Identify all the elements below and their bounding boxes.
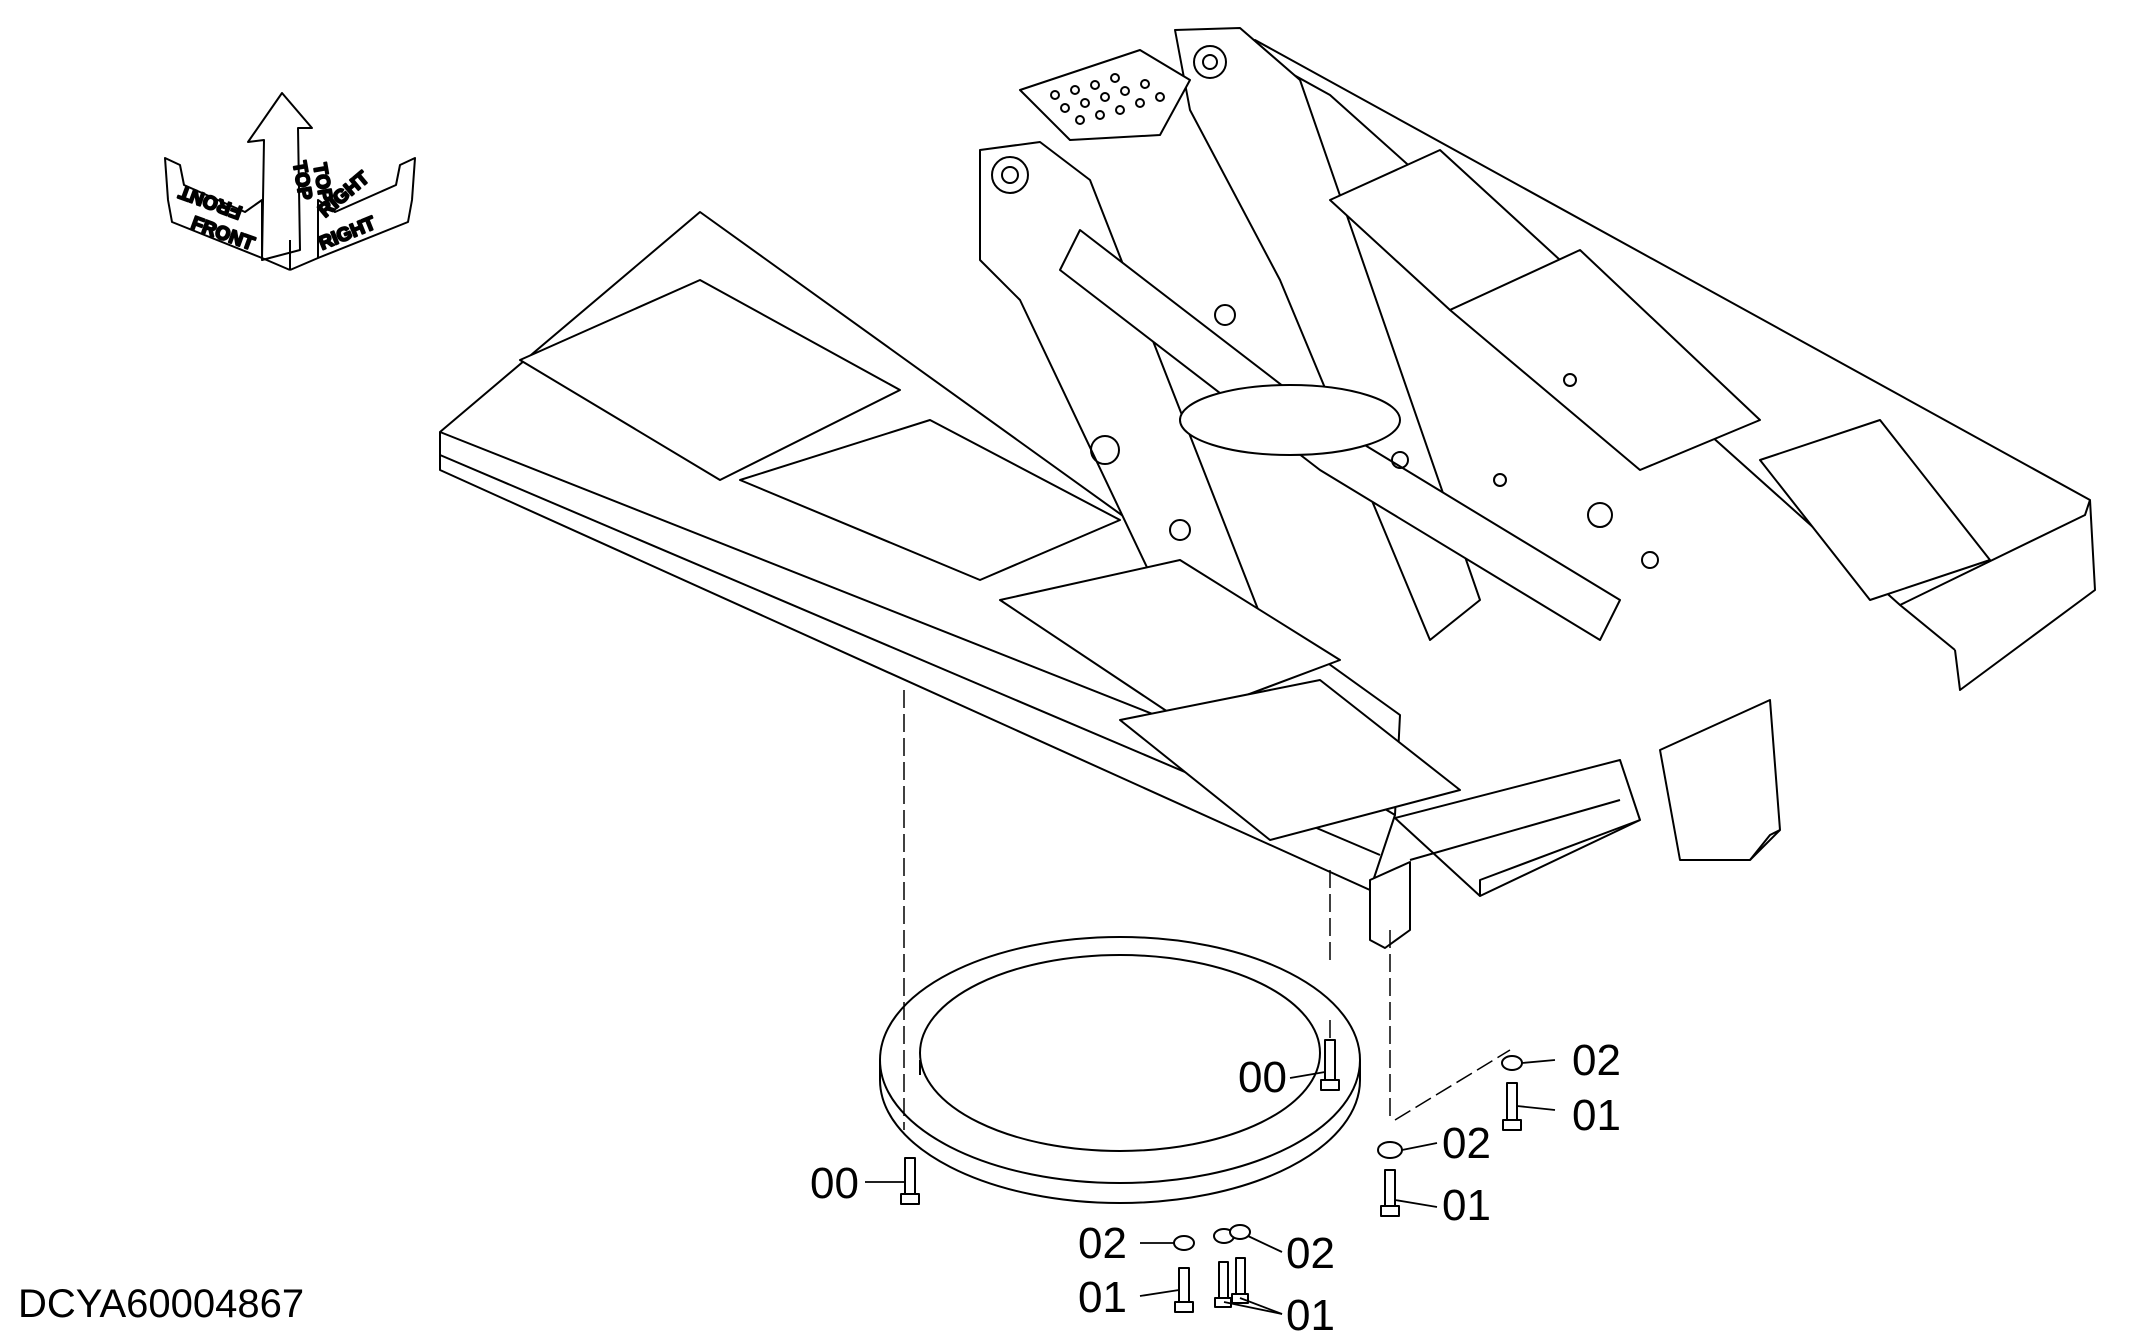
- callout-washer-bottom-right: 02: [1286, 1229, 1335, 1278]
- callout-washer-right-mid: 02: [1442, 1119, 1491, 1168]
- callout-washer-right-top: 02: [1572, 1036, 1621, 1085]
- upper-frame-drawing: [439, 27, 2096, 949]
- assembly-lines: [903, 690, 1511, 1130]
- callout-bolt-right-mid: 01: [1442, 1181, 1491, 1230]
- perforated-plate-holes: [1050, 73, 1165, 125]
- swing-ring-drawing: [879, 936, 1361, 1204]
- callout-bolt-bottom-left: 01: [1078, 1273, 1127, 1322]
- callout-washer-bottom-left: 02: [1078, 1219, 1127, 1268]
- callout-bolt-bottom-right: 01: [1286, 1291, 1335, 1340]
- callout-ring-bolt-upper: 00: [1238, 1053, 1287, 1102]
- leader-lines: [865, 1059, 1556, 1315]
- orientation-arrows-icon: FRONT FRONT TOP TOP RIGHT RIGHT: [164, 92, 416, 271]
- callout-ring-bolt-left: 00: [810, 1159, 859, 1208]
- document-id: DCYA60004867: [18, 1282, 305, 1326]
- callout-bolt-right-top: 01: [1572, 1091, 1621, 1140]
